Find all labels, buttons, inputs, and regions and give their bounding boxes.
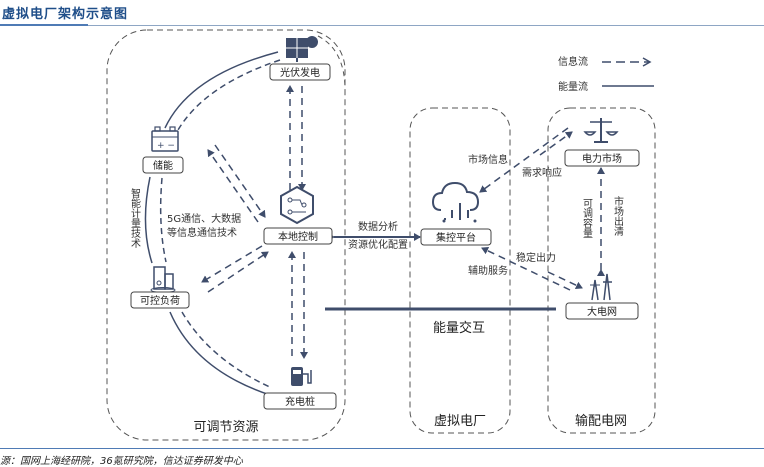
- node-power-market[interactable]: 电力市场: [564, 149, 640, 167]
- info-arrow-grid-to-platform: [481, 246, 571, 291]
- solar-panel-icon: [286, 36, 318, 62]
- label-stable-output: 稳定出力: [516, 251, 556, 264]
- info-curve-storage-load: [159, 177, 167, 263]
- node-charger[interactable]: 充电桩: [263, 392, 337, 410]
- footer-rule: [0, 448, 764, 449]
- source-note: 源：国网上海经研院，36氪研究院，信达证券研发中心: [0, 456, 243, 467]
- node-main-grid[interactable]: 大电网: [565, 302, 639, 320]
- node-platform-label: 集控平台: [436, 231, 476, 244]
- info-arrow-platform-to-market: [539, 131, 573, 156]
- info-curve-pv-storage: [177, 59, 281, 131]
- label-resource-optimization: 资源优化配置: [348, 238, 408, 251]
- energy-curve-storage-load: [144, 176, 153, 264]
- legend: 信息流 能量流: [558, 55, 654, 93]
- label-data-analysis: 数据分析: [358, 220, 398, 233]
- transmission-tower-icon: [590, 273, 612, 301]
- info-arrow-market-to-platform: [479, 127, 569, 193]
- region-label-adjustable: 可调节资源: [193, 420, 258, 435]
- battery-icon: + −: [151, 126, 179, 152]
- info-arrow-storage-to-local: [214, 144, 266, 218]
- arc-pv-right: [317, 35, 346, 91]
- node-local-control[interactable]: 本地控制: [263, 227, 333, 245]
- info-arrow-platform-to-grid: [547, 271, 583, 290]
- title-underline-accent: [0, 24, 88, 26]
- building-icon: [150, 266, 176, 293]
- region-label-grid: 输配电网: [575, 413, 627, 429]
- info-arrow-load-to-local: [207, 251, 269, 293]
- legend-energy-flow-label: 能量流: [558, 80, 588, 93]
- node-storage-label: 储能: [153, 159, 173, 172]
- node-platform[interactable]: 集控平台: [420, 228, 492, 246]
- node-controllable-load-label: 可控负荷: [140, 294, 180, 307]
- region-virtual-power-plant: [409, 107, 511, 434]
- info-curve-load-charger: [181, 311, 273, 389]
- svg-text:+ −: + −: [157, 141, 175, 151]
- node-power-market-label: 电力市场: [582, 152, 622, 165]
- hexagon-circuit-icon: [280, 185, 314, 225]
- region-transmission-grid: [547, 107, 656, 434]
- cloud-icon: [431, 181, 480, 223]
- energy-curve-load-charger: [169, 311, 271, 396]
- node-main-grid-label: 大电网: [587, 305, 617, 318]
- node-local-control-label: 本地控制: [278, 230, 318, 243]
- page-title: 虚拟电厂架构示意图: [2, 7, 129, 22]
- node-pv-label: 光伏发电: [280, 66, 320, 79]
- node-charger-label: 充电桩: [285, 395, 315, 408]
- energy-curve-pv-storage: [164, 51, 279, 129]
- region-label-vpp: 虚拟电厂: [434, 414, 486, 429]
- label-comm-line1: 5G通信、大数据: [167, 212, 241, 225]
- label-market-info: 市场信息: [468, 153, 508, 166]
- label-comm-line2: 等信息通信技术: [167, 226, 237, 239]
- node-storage[interactable]: 储能: [142, 156, 184, 174]
- label-market-clearing: 市场出清: [612, 195, 624, 237]
- scales-icon: [583, 118, 619, 143]
- title-underline: [88, 25, 764, 26]
- node-pv[interactable]: 光伏发电: [269, 63, 331, 81]
- legend-info-flow-label: 信息流: [558, 55, 588, 68]
- node-controllable-load[interactable]: 可控负荷: [130, 291, 190, 309]
- label-aux-service: 辅助服务: [468, 264, 508, 277]
- label-demand-response: 需求响应: [522, 166, 562, 179]
- info-arrow-local-to-storage: [207, 149, 259, 223]
- charging-station-icon: [291, 367, 312, 386]
- label-energy-interaction: 能量交互: [433, 320, 485, 336]
- label-smart-metering: 智能计量技术: [129, 187, 141, 249]
- label-adjustable-capacity: 可调容量: [581, 198, 593, 238]
